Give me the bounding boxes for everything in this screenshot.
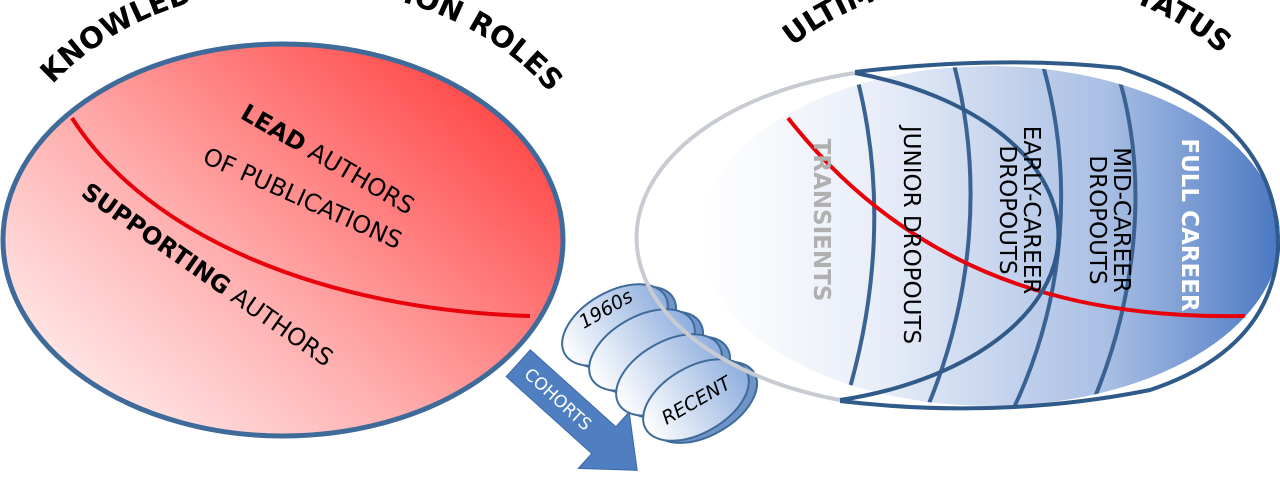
band-divider-1 [838, 69, 877, 406]
left-divider-line [70, 116, 531, 318]
band-early-career-line1: EARLY-CAREER [1018, 126, 1044, 294]
right-outline-arc [839, 60, 1280, 411]
transient-outline [634, 71, 856, 402]
right-title: ULTIMATE SURVIVAL STATUS [776, 0, 1238, 59]
band-junior-dropouts: JUNIOR DROPOUTS [898, 124, 924, 344]
band-mid-career-line1: MID-CAREER [1108, 147, 1134, 292]
right-outline [839, 71, 1061, 402]
band-early-career-line2: DROPOUTS [994, 145, 1020, 274]
band-full-career: FULL CAREER [1176, 138, 1202, 312]
band-transients: TRANSIENTS [808, 139, 834, 302]
band-mid-career-line2: DROPOUTS [1084, 155, 1110, 284]
left-ellipse [0, 41, 566, 439]
band-divider-4 [1083, 66, 1138, 406]
right-divider-line [786, 116, 1246, 319]
right-panel: ULTIMATE SURVIVAL STATUS TRANSIENTS JUNI… [634, 0, 1280, 411]
left-panel: KNOWLEDGE PRODUCTION ROLES LEAD AUTHORS … [0, 0, 570, 439]
cohort-disc: RECENT [642, 358, 759, 444]
